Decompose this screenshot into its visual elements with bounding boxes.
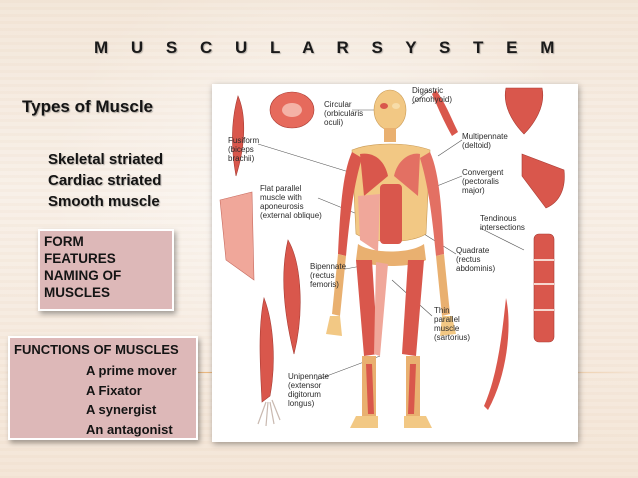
functions-list: A prime mover A Fixator A synergist An a… — [86, 361, 177, 439]
types-heading: Types of Muscle — [22, 97, 153, 116]
slide-title: M U S C U L A R S Y S T E M — [94, 38, 564, 57]
list-item: An antagonist — [86, 421, 173, 437]
label-tendinous: Tendinous intersections — [480, 214, 525, 232]
label-fusiform: Fusiform (biceps brachii) — [228, 136, 260, 163]
form-box-line: NAMING OF — [44, 268, 122, 283]
list-item: A Fixator — [86, 382, 142, 398]
flat-muscle-shape — [219, 191, 255, 281]
label-bipennate: Bipennate (rectus femoris) — [310, 262, 347, 289]
list-item: A synergist — [86, 402, 157, 417]
functions-box: FUNCTIONS OF MUSCLES A prime mover A Fix… — [8, 336, 198, 440]
bipennate-muscle-shape — [283, 239, 301, 355]
form-features-box: FORM FEATURES NAMING OF MUSCLES — [38, 229, 174, 311]
label-multipennate: Multipennate (deltoid) — [462, 132, 508, 150]
unipennate-muscle-shape — [259, 296, 274, 403]
label-flat-parallel: Flat parallel muscle with aponeurosis (e… — [260, 184, 322, 220]
quadrate-muscle-shape — [533, 233, 555, 343]
label-digastric: Digastric (omohyoid) — [412, 86, 453, 104]
thin-parallel-muscle-shape — [484, 298, 509, 410]
form-box-line: FORM — [44, 234, 84, 249]
label-circular: Circular (orbicularis oculi) — [324, 100, 364, 127]
functions-heading: FUNCTIONS OF MUSCLES — [14, 342, 179, 357]
label-quadrate: Quadrate (rectus abdominis) — [456, 246, 496, 273]
fusiform-muscle-shape — [232, 95, 245, 177]
anatomy-illustration — [219, 87, 565, 428]
label-thin-parallel: Thin parallel muscle (sartorius) — [434, 306, 471, 342]
convergent-muscle-shape — [521, 153, 565, 209]
list-item: Smooth muscle — [48, 193, 160, 210]
body-figure — [326, 89, 456, 428]
list-item: Skeletal striated — [48, 151, 164, 168]
form-box-line: MUSCLES — [44, 285, 111, 300]
list-item: A prime mover — [86, 363, 177, 378]
label-convergent: Convergent (pectoralis major) — [462, 168, 504, 195]
list-item: Cardiac striated — [48, 172, 162, 189]
digastric-muscle-shape — [432, 90, 458, 136]
form-box-line: FEATURES — [44, 251, 116, 266]
label-unipennate: Unipennate (extensor digitorum longus) — [288, 372, 329, 408]
muscle-types-list: Skeletal striated Cardiac striated Smoot… — [48, 149, 163, 212]
multipennate-muscle-shape — [504, 87, 544, 135]
muscle-shapes-figure: Circular (orbicularis oculi) Digastric (… — [212, 84, 578, 442]
